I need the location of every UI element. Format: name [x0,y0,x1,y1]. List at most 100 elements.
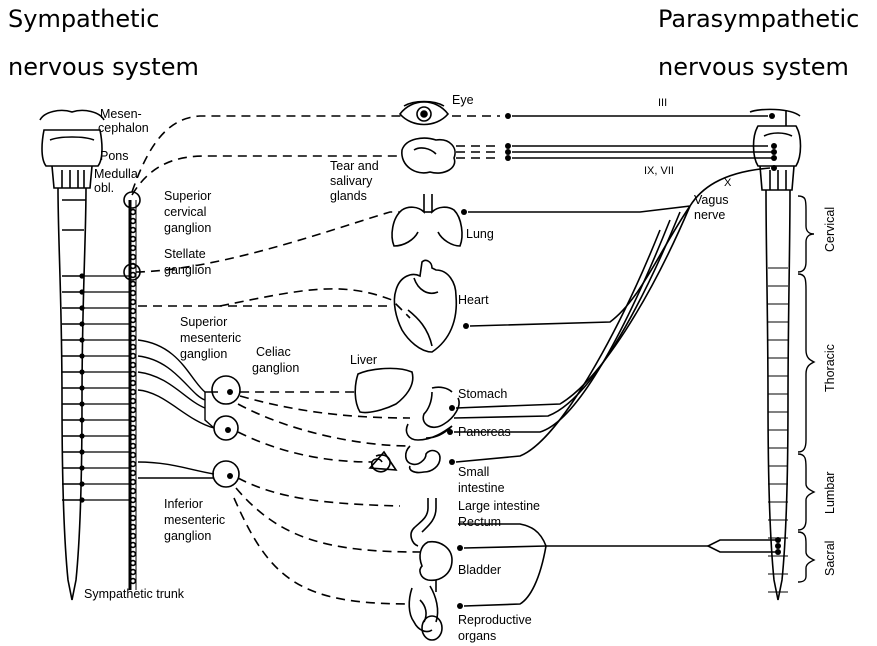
trunk-bead [131,309,136,314]
trunk-bead [131,489,136,494]
ramus-dot [79,321,84,326]
label-stellate-1: Stellate [164,247,206,261]
trunk-bead [131,336,136,341]
trunk-bead [131,426,136,431]
label-nerve-x: X [724,177,732,189]
label-heart: Heart [458,293,489,307]
trunk-bead [131,219,136,224]
trunk-bead [131,579,136,584]
label-inferior-mesenteric-2: mesenteric [164,513,225,527]
label-mesencephalon-1: Mesen- [100,107,142,121]
label-tear-1: Tear and [330,159,379,173]
trunk-bead [131,210,136,215]
label-celiac-2: ganglion [252,361,299,375]
trunk-bead [131,534,136,539]
liver-organ [355,368,413,412]
label-superior-mesenteric-2: mesenteric [180,331,241,345]
trunk-bead [131,408,136,413]
ramus-dot [79,465,84,470]
trunk-bead [131,345,136,350]
label-celiac-1: Celiac [256,345,291,359]
label-liver: Liver [350,353,377,367]
ramus-dot [79,305,84,310]
ramus-dot [79,401,84,406]
label-reproductive-1: Reproductive [458,613,532,627]
trunk-bead [131,363,136,368]
label-sacral: Sacral [823,541,837,576]
label-nerve-ix-vii: IX, VII [644,165,674,177]
trunk-bead [131,453,136,458]
trunk-bead [131,300,136,305]
trunk-bead [131,480,136,485]
label-superior-cervical-2: cervical [164,205,206,219]
trunk-bead [131,417,136,422]
trunk-bead [131,561,136,566]
large-intestine-rectum-organ [411,498,436,546]
trunk-bead [131,273,136,278]
trunk-bead [131,381,136,386]
label-stomach: Stomach [458,387,507,401]
ramus-dot [79,497,84,502]
trunk-bead [131,354,136,359]
label-reproductive-2: organs [458,629,496,643]
trunk-bead [131,228,136,233]
trunk-bead [131,525,136,530]
label-mesencephalon-2: cephalon [98,121,149,135]
inferior-mesenteric-ganglion-node [213,461,239,487]
trunk-bead [131,237,136,242]
label-medulla-2: obl. [94,181,114,195]
label-eye: Eye [452,93,474,107]
label-inferior-mesenteric-1: Inferior [164,497,203,511]
label-bladder: Bladder [458,563,501,577]
trunk-bead [131,246,136,251]
label-sympathetic-trunk: Sympathetic trunk [84,587,185,601]
ramus-dot [79,385,84,390]
ramus-dot [79,273,84,278]
trunk-bead [131,282,136,287]
trunk-bead [131,543,136,548]
tear-salivary-gland-organ [402,138,455,173]
trunk-bead [131,372,136,377]
label-vagus-1: Vagus [694,193,729,207]
label-pons: Pons [100,149,129,163]
small-intestine-organ [370,446,440,473]
label-thoracic: Thoracic [823,344,837,392]
label-inferior-mesenteric-3: ganglion [164,529,211,543]
left-spinal-cord [58,188,86,600]
heart-organ [394,260,456,352]
label-tear-2: salivary [330,174,373,188]
ramus-dot [79,289,84,294]
ramus-dot [79,369,84,374]
label-lung: Lung [466,227,494,241]
label-small-intestine-2: intestine [458,481,505,495]
celiac-ganglion-node [212,376,240,404]
trunk-bead [131,255,136,260]
parasympathetic-sacral-fibers [458,524,776,606]
parasympathetic-cranial-fibers [452,116,772,462]
trunk-bead [131,570,136,575]
eye-organ [400,102,448,125]
ramus-dot [79,337,84,342]
trunk-bead [131,390,136,395]
organ-entry-dots [447,113,511,609]
label-cervical: Cervical [823,207,837,252]
bladder-organ [420,542,452,592]
trunk-bead [131,462,136,467]
label-superior-cervical-3: ganglion [164,221,211,235]
trunk-bead [131,444,136,449]
trunk-bead [131,498,136,503]
trunk-bead [131,507,136,512]
label-superior-cervical-1: Superior [164,189,211,203]
label-stellate-2: ganglion [164,263,211,277]
ramus-dot [79,481,84,486]
label-vagus-2: nerve [694,208,725,222]
trunk-bead [131,318,136,323]
label-lumbar: Lumbar [823,472,837,514]
label-large-intestine: Large intestine [458,499,540,513]
trunk-bead [131,291,136,296]
label-nerve-iii: III [658,97,667,109]
trunk-bead [131,516,136,521]
reproductive-organ [409,586,442,640]
